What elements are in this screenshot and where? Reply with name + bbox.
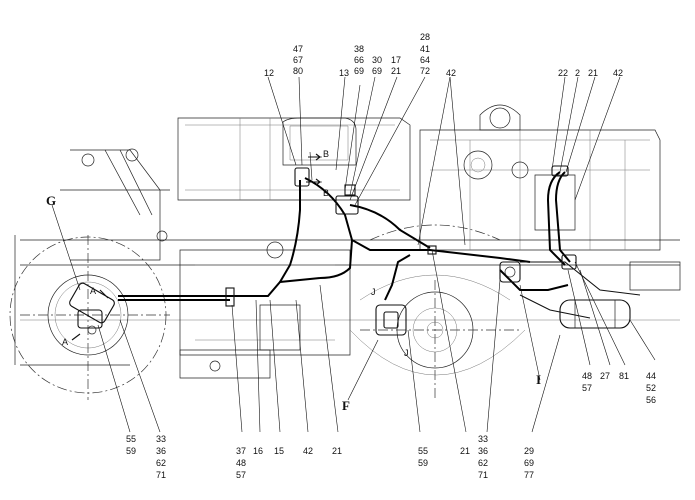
callout-labels: 12 47 67 80 13 38 66 69 30 69 17 21 28 4… (46, 32, 656, 480)
callout-37: 37 (236, 446, 246, 456)
callout-52: 52 (646, 383, 656, 393)
callout-36-left: 36 (156, 446, 166, 456)
callout-62-right: 62 (478, 458, 488, 468)
section-b-top: B (323, 149, 329, 159)
callout-48-right: 48 (582, 371, 592, 381)
callout-66: 66 (354, 55, 364, 65)
callout-29: 29 (524, 446, 534, 456)
callout-17: 17 (391, 55, 401, 65)
callout-56: 56 (646, 395, 656, 405)
callout-64: 64 (420, 55, 430, 65)
callout-42-top: 42 (446, 68, 456, 78)
callout-77: 77 (524, 470, 534, 480)
callout-21-top: 21 (391, 66, 401, 76)
view-f-label: F (342, 398, 350, 413)
callout-59-left: 59 (126, 446, 136, 456)
callout-81: 81 (619, 371, 629, 381)
callout-71-right: 71 (478, 470, 488, 480)
section-b-bottom: B (323, 188, 329, 198)
view-g-label: G (46, 193, 56, 208)
components (69, 165, 631, 336)
section-arrows (71, 153, 321, 341)
callout-62-left: 62 (156, 458, 166, 468)
brake-pipes (118, 171, 641, 319)
centre-lines (20, 235, 520, 400)
callout-47: 47 (293, 44, 303, 54)
section-a-top: A (90, 286, 96, 296)
callout-44: 44 (646, 371, 656, 381)
callout-21-bottom-left: 21 (332, 446, 342, 456)
callout-2: 2 (575, 68, 580, 78)
machine-outline (14, 104, 681, 379)
callout-57-right: 57 (582, 383, 592, 393)
callout-69-b: 69 (372, 66, 382, 76)
callout-22: 22 (558, 68, 568, 78)
callout-72: 72 (420, 66, 430, 76)
callout-12: 12 (264, 68, 274, 78)
callout-80: 80 (293, 66, 303, 76)
callout-21-bottom-right: 21 (460, 446, 470, 456)
callout-41: 41 (420, 44, 430, 54)
callout-21-right: 21 (588, 68, 598, 78)
callout-69-a: 69 (354, 66, 364, 76)
callout-42-right: 42 (613, 68, 623, 78)
view-i-label: I (536, 372, 541, 387)
callout-27: 27 (600, 371, 610, 381)
section-j-bottom: J (404, 348, 409, 358)
callout-13: 13 (339, 68, 349, 78)
callout-33-left: 33 (156, 434, 166, 444)
callout-71-left: 71 (156, 470, 166, 480)
callout-38: 38 (354, 44, 364, 54)
callout-55-right: 55 (418, 446, 428, 456)
callout-16: 16 (253, 446, 263, 456)
section-a-bottom: A (62, 337, 68, 347)
callout-15: 15 (274, 446, 284, 456)
callout-33-right: 33 (478, 434, 488, 444)
section-j-top: J (371, 287, 376, 297)
leader-lines (51, 76, 656, 433)
callout-59-right: 59 (418, 458, 428, 468)
callout-36-right: 36 (478, 446, 488, 456)
callout-57-bottom: 57 (236, 470, 246, 480)
callout-67: 67 (293, 55, 303, 65)
callout-30: 30 (372, 55, 382, 65)
callout-28: 28 (420, 32, 430, 42)
callout-69-bottom: 69 (524, 458, 534, 468)
callout-48-bottom: 48 (236, 458, 246, 468)
callout-55-left: 55 (126, 434, 136, 444)
callout-42-bottom: 42 (303, 446, 313, 456)
